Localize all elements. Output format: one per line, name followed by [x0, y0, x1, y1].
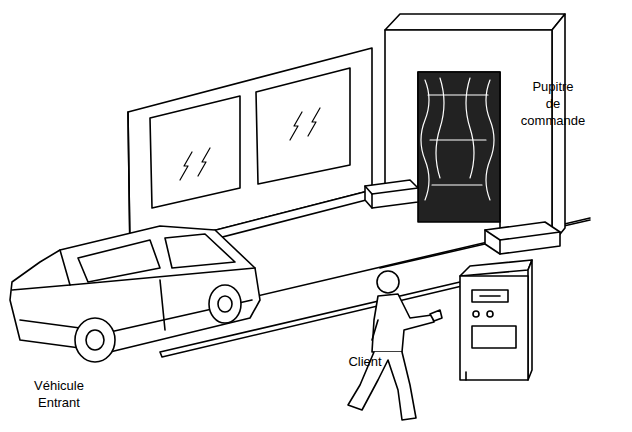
- person-label: Client: [330, 353, 400, 370]
- walking-client: [348, 271, 442, 420]
- desk-label: Pupitre de commande: [520, 78, 586, 129]
- car: [10, 226, 260, 362]
- vehicle-label: Véhicule Entrant: [24, 377, 94, 411]
- control-desk: [460, 260, 532, 380]
- wash-gantry: [365, 14, 565, 254]
